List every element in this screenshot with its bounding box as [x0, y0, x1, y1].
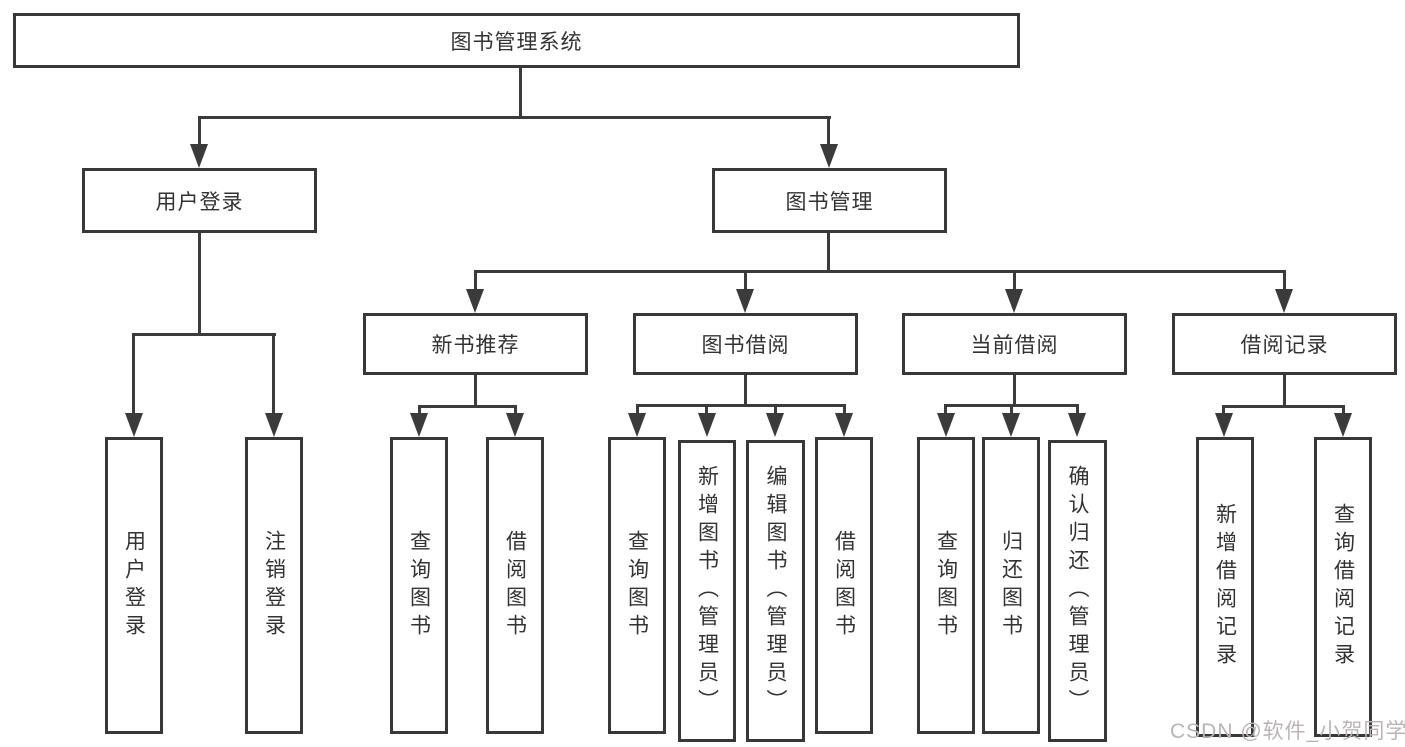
- leaf-label: 借阅图书: [832, 529, 856, 642]
- leaf-return-book: 归还图书: [982, 437, 1040, 734]
- node-book-management-system: 图书管理系统: [13, 13, 1020, 68]
- arrowhead-down-icon: [466, 289, 484, 313]
- connector-line: [774, 404, 777, 419]
- connector-line: [514, 405, 517, 419]
- arrowhead-down-icon: [766, 413, 784, 437]
- arrowhead-down-icon: [265, 413, 283, 437]
- leaf-logout: 注销登录: [245, 437, 303, 734]
- node-book-management: 图书管理: [712, 168, 947, 233]
- leaf-query-books-2: 查询图书: [608, 437, 666, 734]
- node-book-borrow: 图书借阅: [633, 313, 858, 375]
- leaf-query-borrow-record: 查询借阅记录: [1314, 437, 1372, 737]
- arrowhead-down-icon: [1215, 413, 1233, 437]
- arrowhead-down-icon: [835, 413, 853, 437]
- connector-line: [198, 116, 201, 150]
- leaf-label: 注销登录: [262, 529, 286, 642]
- leaf-label: 查询图书: [625, 529, 649, 642]
- leaf-add-book-admin: 新增图书（管理员）: [678, 440, 736, 742]
- leaf-query-books-3: 查询图书: [917, 437, 975, 734]
- leaf-borrow-books-1: 借阅图书: [486, 437, 544, 734]
- node-borrow-records: 借阅记录: [1172, 313, 1397, 375]
- connector-line: [1222, 405, 1225, 419]
- arrowhead-down-icon: [190, 144, 208, 168]
- connector-line: [744, 270, 747, 296]
- csdn-watermark: CSDN @软件_小贺同学: [1170, 720, 1405, 743]
- leaf-user-login: 用户登录: [105, 437, 163, 734]
- connector-line: [272, 333, 275, 419]
- connector-line: [636, 404, 846, 407]
- leaf-label: 新增图书（管理员）: [695, 465, 719, 717]
- node-current-borrow: 当前借阅: [902, 313, 1127, 375]
- leaf-label: 新增借阅记录: [1213, 503, 1237, 671]
- connector-line: [636, 404, 639, 419]
- leaf-label: 查询图书: [407, 529, 431, 642]
- arrowhead-down-icon: [937, 413, 955, 437]
- connector-line: [198, 233, 201, 336]
- leaf-confirm-return-admin: 确认归还（管理员）: [1048, 440, 1107, 742]
- leaf-label: 编辑图书（管理员）: [764, 465, 787, 717]
- arrowhead-down-icon: [698, 413, 716, 437]
- leaf-label: 用户登录: [122, 529, 146, 642]
- connector-line: [1283, 270, 1286, 296]
- node-label: 图书管理系统: [450, 30, 583, 54]
- arrowhead-down-icon: [820, 144, 838, 168]
- arrowhead-down-icon: [125, 413, 143, 437]
- arrowhead-down-icon: [1005, 289, 1023, 313]
- connector-line: [1222, 405, 1344, 408]
- arrowhead-down-icon: [628, 413, 646, 437]
- node-label: 用户登录: [155, 190, 244, 214]
- connector-line: [474, 270, 477, 296]
- node-label: 图书管理: [785, 190, 874, 214]
- node-label: 借阅记录: [1240, 334, 1329, 357]
- connector-line: [827, 233, 830, 273]
- connector-line: [474, 375, 477, 408]
- connector-line: [1013, 375, 1016, 407]
- connector-line: [132, 333, 276, 336]
- connector-line: [1013, 270, 1016, 296]
- arrowhead-down-icon: [410, 413, 428, 437]
- connector-line: [1283, 375, 1286, 408]
- leaf-borrow-books-2: 借阅图书: [815, 437, 873, 734]
- arrowhead-down-icon: [1275, 289, 1293, 313]
- arrowhead-down-icon: [736, 289, 754, 313]
- node-user-login: 用户登录: [82, 168, 317, 233]
- connector-line: [1010, 404, 1013, 419]
- node-label: 新书推荐: [431, 334, 520, 357]
- node-label: 图书借阅: [701, 334, 790, 357]
- connector-line: [744, 375, 747, 407]
- connector-line: [519, 68, 522, 118]
- node-new-book-recommend: 新书推荐: [363, 313, 588, 375]
- node-label: 当前借阅: [970, 334, 1059, 357]
- connector-line: [418, 405, 517, 408]
- connector-line: [132, 333, 135, 419]
- connector-line: [474, 270, 1286, 273]
- arrowhead-down-icon: [506, 413, 524, 437]
- connector-line: [705, 404, 708, 419]
- leaf-label: 确认归还（管理员）: [1066, 465, 1089, 717]
- connector-line: [843, 404, 846, 419]
- leaf-label: 查询借阅记录: [1331, 503, 1355, 671]
- leaf-label: 查询图书: [934, 529, 958, 642]
- leaf-add-borrow-record: 新增借阅记录: [1196, 437, 1254, 737]
- arrowhead-down-icon: [1002, 413, 1020, 437]
- connector-line: [198, 116, 831, 119]
- arrowhead-down-icon: [1334, 413, 1352, 437]
- connector-line: [1076, 404, 1079, 419]
- leaf-label: 借阅图书: [503, 529, 527, 642]
- connector-line: [1342, 405, 1345, 419]
- arrowhead-down-icon: [1068, 413, 1086, 437]
- connector-line: [418, 405, 421, 419]
- leaf-edit-book-admin: 编辑图书（管理员）: [746, 440, 805, 742]
- leaf-query-books-1: 查询图书: [390, 437, 448, 734]
- connector-line: [827, 116, 830, 150]
- leaf-label: 归还图书: [999, 529, 1023, 642]
- connector-line: [944, 404, 947, 419]
